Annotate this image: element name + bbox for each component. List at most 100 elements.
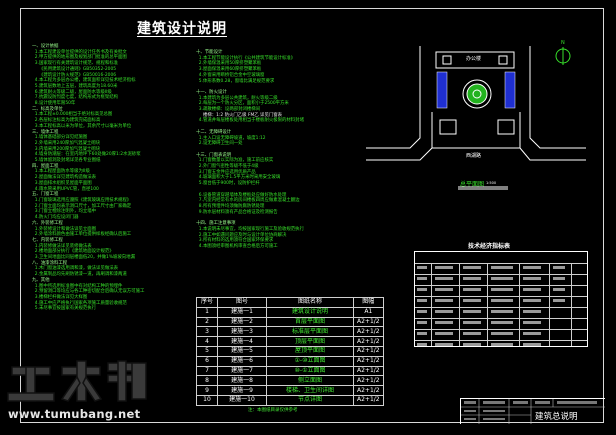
- illegible-cell: [463, 288, 481, 291]
- illegible-cell: [417, 332, 427, 335]
- note-line: 2.各层标注标高为建筑完成面标高: [32, 118, 101, 124]
- site-plan-scale: 1:500: [486, 181, 497, 185]
- note-line: 1.本工程建设单位提供的设计任务书及有关批文: [32, 49, 127, 55]
- note-line: 九、其他: [32, 277, 50, 283]
- illegible-cell: [463, 310, 481, 313]
- illegible-cell: [463, 332, 481, 335]
- illegible-cell: [463, 321, 481, 324]
- note-line: 《建筑设计防火规范》GB50016-2006: [32, 72, 117, 78]
- illegible-cell: [523, 332, 541, 335]
- illegible-cell: [491, 332, 513, 335]
- note-line: 《民用建筑设计通则》GB50352-2005: [32, 66, 117, 72]
- note-line: 1.墙体基础部分详见结施图: [32, 135, 88, 141]
- row-size: A2+1/2: [353, 394, 384, 406]
- table-rule: [571, 263, 572, 346]
- illegible-cell: [463, 277, 481, 280]
- note-line: 2.施工中如遇问题应及时与设计单位协商解决: [196, 232, 287, 238]
- illegible-cell: [435, 332, 453, 335]
- note-line: 3.国家现行有关建筑设计规范、规程和标准: [32, 61, 119, 67]
- note-line: 4.防火门均应设闭门器: [32, 215, 79, 221]
- note-line: 3.疏散楼梯：设两部封闭楼梯间: [196, 107, 261, 113]
- table-rule: [415, 274, 587, 275]
- illegible-cell: [523, 288, 541, 291]
- drawing-name: 建筑总说明: [535, 412, 578, 422]
- table-rule: [415, 263, 587, 264]
- illegible-cell: [417, 288, 427, 291]
- table-rule: [415, 340, 587, 341]
- note-line: 3.本工程标高以米为单位，其余尺寸以毫米为单位: [32, 123, 132, 129]
- note-line: 2.设无障碍卫生间一处: [196, 141, 243, 147]
- note-line: 1.本说明未尽事宜，均按国家现行施工及验收规范执行: [196, 226, 304, 232]
- note-line: 2.楼地面部分执行《建筑地面设计规范》: [32, 249, 114, 255]
- note-line: 4.玻璃面积大于1.5平方米时采用安全玻璃: [196, 175, 281, 181]
- note-line: 五、门窗工程: [32, 192, 59, 198]
- note-line: 十二、无障碍设计: [196, 129, 232, 135]
- watermark-url: www.tumubang.net: [8, 407, 141, 421]
- note-line: 4.本工程为多层办公楼，建筑面积详见技术经济指标: [32, 78, 136, 84]
- illegible-cell: [463, 343, 481, 346]
- note-line: 2.每层为一个防火分区，面积小于2500平方米: [196, 101, 289, 107]
- note-line: 3.门窗立樘除注明外，均立墙中: [32, 209, 97, 215]
- illegible-cell: [553, 266, 565, 269]
- tech-index-table: [414, 251, 588, 347]
- title-underline: [137, 36, 227, 37]
- illegible-cell: [491, 343, 513, 346]
- table-rule: [487, 263, 488, 346]
- design-notes-left: 一、设计依据 1.本工程建设单位提供的设计任务书及有关批文 2.甲方提供的地形图…: [32, 44, 144, 312]
- illegible-cell: [463, 299, 481, 302]
- note-line: 4.雨水管采用UPVC管，直径100: [32, 186, 99, 192]
- note-line: 1.本建筑为多层公共建筑，耐火等级二级: [196, 95, 278, 101]
- note-line: 1.本工程屋面防水等级为II级: [32, 169, 90, 175]
- note-line: 5.窗台低于900时，设防护栏杆: [196, 181, 260, 187]
- illegible-cell: [553, 288, 565, 291]
- note-line: 4.施工中应严格执行国家各项施工质量验收规范: [32, 300, 127, 306]
- title-block-grid: [461, 399, 605, 424]
- note-line: 一、设计依据: [32, 44, 59, 49]
- illegible-cell: [523, 343, 541, 346]
- note-line: 2.甲方提供的地形图及规划部门批准的总平面图: [32, 55, 127, 61]
- illegible-cell: [553, 299, 565, 302]
- note-line: 6.设备管道穿越墙体及楼板处应做好防水处理: [196, 192, 287, 198]
- illegible-cell: [523, 299, 541, 302]
- illegible-cell: [435, 321, 453, 324]
- note-line: 2.外门窗气密性等级不低于4级: [196, 164, 259, 170]
- note-line: 3.楼梯栏杆做法详见大样图: [32, 294, 88, 300]
- table-rule: [415, 329, 587, 330]
- note-line: 4.外窗采用断桥铝合金中空玻璃窗: [196, 72, 265, 78]
- illegible-cell: [435, 288, 453, 291]
- note-line: 四、屋面工程: [32, 163, 59, 169]
- table-rule: [415, 307, 587, 308]
- note-line: 8.所有预埋件均须做防腐防锈处理: [196, 203, 265, 209]
- note-line: 5.体形系数0.28，窗墙比满足规范要求: [196, 78, 275, 84]
- note-line: 4.本图须经审图机构审查合格后方可施工: [196, 243, 278, 249]
- note-line: 4.墙身防潮层：在室内地坪下60处做20厚1:2水泥砂浆: [32, 152, 141, 158]
- watermark-logo: [6, 359, 156, 405]
- note-line: 2.金属制品均先刷防锈漆一道，再刷调和漆两道: [32, 272, 127, 278]
- illegible-cell: [417, 299, 427, 302]
- illegible-cell: [435, 343, 453, 346]
- note-line: 1.本工程±0.000相当于绝对标高见总图: [32, 112, 113, 118]
- note-line: 1.图中所选用标准图中有对结构工种的预埋件: [32, 283, 123, 289]
- row-name: 节点详图: [266, 394, 354, 406]
- tech-table-title: 技术经济指标表: [468, 243, 511, 250]
- note-line: 2.外墙保温采用50厚挤塑聚苯板: [196, 61, 262, 67]
- illegible-cell: [417, 343, 427, 346]
- note-line: 1.主入口设无障碍坡道，坡度1:12: [196, 135, 266, 141]
- table-rule: [519, 263, 520, 346]
- table-rule: [415, 318, 587, 319]
- illegible-cell: [435, 277, 453, 280]
- illegible-cell: [553, 277, 565, 280]
- note-line: 十三、门窗表说明: [196, 152, 232, 158]
- note-line: 六、外装修工程: [32, 220, 63, 226]
- note-line: 2.预留洞口等均应与各工种密切配合后确认无误方可施工: [32, 289, 145, 295]
- note-line: 3.所有材料的选用须符合国家环保要求: [196, 238, 274, 244]
- design-notes-mid: 十、节能设计 1.本工程节能设计执行《公共建筑节能设计标准》 2.外墙保温采用5…: [196, 50, 304, 250]
- note-line: 5.建筑层数地上五层，建筑高度为18.60米: [32, 83, 118, 89]
- note-line: 2.屋面做法详见建筑构造做法表: [32, 175, 97, 181]
- note-line: 十、节能设计: [196, 50, 223, 55]
- site-plan-caption: 总平面图: [460, 181, 485, 188]
- table-rule: [431, 263, 432, 346]
